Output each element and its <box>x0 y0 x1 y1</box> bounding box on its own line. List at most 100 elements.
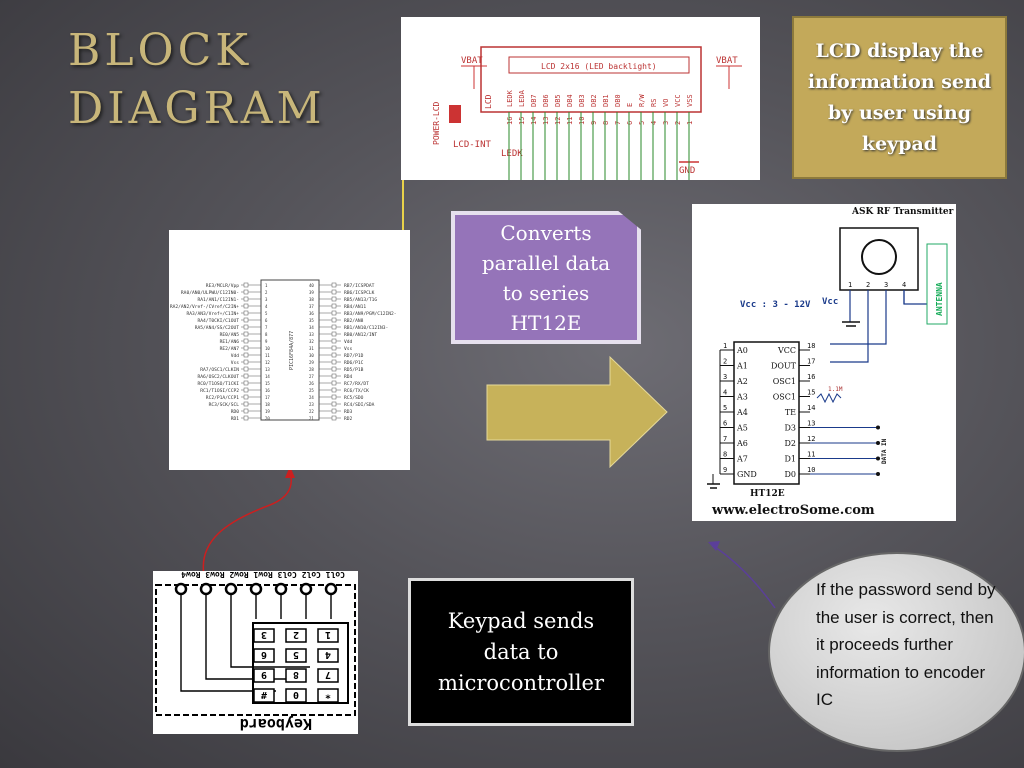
pic-left-pin-num: 18 <box>265 402 270 407</box>
transmitter-box <box>839 227 919 291</box>
pic-right-pin-pad <box>331 296 337 302</box>
keypad-label: Keyboard <box>240 715 312 733</box>
pic-left-pin-pad <box>243 310 249 316</box>
pic-left-pin-pad <box>243 338 249 344</box>
convert-line-3: to series <box>502 280 590 305</box>
keypad-key-label: 3 <box>261 629 267 640</box>
lcd-pin-name: DB2 <box>590 94 598 107</box>
pic-left-pin-pad <box>243 317 249 323</box>
lcd-pin-name: DB1 <box>602 94 610 107</box>
red-arrowhead <box>285 466 295 478</box>
keypad-key <box>285 688 307 703</box>
pic-right-pin-label: RB4/AN11 <box>344 304 366 310</box>
keypad-key <box>317 688 339 703</box>
pic-right-pin-label: RB5/AN13/T1G <box>344 297 377 303</box>
pic-right-pin-num: 38 <box>309 297 314 302</box>
lcd-pin-number: 15 <box>518 117 526 125</box>
lcd-pin-name: DB3 <box>578 94 586 107</box>
lcd-note-box: LCD display the information send by user… <box>792 16 1007 179</box>
pic-left-pin-pad <box>243 408 249 414</box>
pic-right-pin-pad <box>331 289 337 295</box>
enc-right-pin-num: 15 <box>807 389 815 397</box>
pic-right-pin-label: RB6/ICSPCLK <box>344 290 375 296</box>
power-lcd-label: POWER-LCD <box>432 101 441 145</box>
keypad-key <box>285 628 307 643</box>
pic-right-pin-pad <box>331 387 337 393</box>
flow-arrow <box>486 355 668 469</box>
lcd-pin-number: 12 <box>554 117 562 125</box>
pic-right-pin-label: RD7/P1D <box>344 353 364 359</box>
pic-left-pin-pad <box>243 282 249 288</box>
lcd-pin-number: 11 <box>566 117 574 125</box>
keypad-key-label: 2 <box>293 629 299 640</box>
pic-left-pin-pad <box>243 296 249 302</box>
lcd-pin-name: DB5 <box>554 94 562 107</box>
keypad-key-label: 8 <box>293 669 299 680</box>
pic-right-pin-label: RD5/P1B <box>344 367 364 373</box>
pic-left-pin-label: RC3/SCK/SCL <box>209 402 240 408</box>
antenna-box <box>926 243 948 325</box>
pic-right-pin-num: 22 <box>309 409 314 414</box>
enc-right-pin-num: 16 <box>807 373 815 381</box>
tx-vcc-wire <box>830 304 887 345</box>
pic-right-pin-num: 21 <box>309 416 314 421</box>
pic-right-pin-num: 30 <box>309 353 314 358</box>
title-line-1: BLOCK <box>68 25 253 76</box>
lcd-pin-name: E <box>626 103 634 107</box>
keypad-key-label: 7 <box>325 669 331 680</box>
ledk-label: LEDK <box>501 149 523 159</box>
pic-right-pin-num: 32 <box>309 339 314 344</box>
tx-pin-num: 3 <box>884 281 888 289</box>
enc-left-pin-num: 8 <box>723 451 727 459</box>
pic-left-pin-label: Vss <box>231 360 240 366</box>
pic-right-pin-label: RB0/AN12/INT <box>344 332 377 338</box>
lcd-pin-number: 8 <box>602 121 610 125</box>
keypad-key <box>317 668 339 683</box>
keypad-key <box>253 688 275 703</box>
pic-right-pin-pad <box>331 324 337 330</box>
pic-right-pin-label: RC6/TX/CK <box>344 388 369 394</box>
lcd-pin-number: 4 <box>650 121 658 125</box>
pic-left-pin-pad <box>243 387 249 393</box>
pic-right-pin-pad <box>331 310 337 316</box>
keypad-key-label: 4 <box>325 649 331 660</box>
pic-left-pin-num: 12 <box>265 360 270 365</box>
pic-left-pin-num: 2 <box>265 290 268 295</box>
pic-right-pin-label: RD4 <box>344 374 353 380</box>
pic-right-pin-num: 33 <box>309 332 314 337</box>
keypad-key <box>285 648 307 663</box>
enc-right-pin-num: 13 <box>807 420 815 428</box>
pic-left-pin-label: RD1 <box>231 416 240 422</box>
enc-right-pin-num: 11 <box>807 451 815 459</box>
lcd-pin-name: DB6 <box>542 94 550 107</box>
pic-right-pin-label: RC4/SDI/SDA <box>344 402 375 408</box>
lcd-pin-name: R/W <box>638 94 646 107</box>
pic-right-pin-num: 25 <box>309 388 314 393</box>
pic-left-pin-pad <box>243 331 249 337</box>
keypad-line-3: microcontroller <box>437 670 605 695</box>
keypad-terminal <box>249 582 263 596</box>
keypad-note-box: Keypad sends data to microcontroller <box>408 578 634 726</box>
pic-right-pin-num: 35 <box>309 318 314 323</box>
pic-left-pin-pad <box>243 366 249 372</box>
lcd-pin-name: LEDA <box>518 89 526 107</box>
convert-line-1: Converts <box>500 220 592 245</box>
pic-left-pin-label: RC2/P1A/CCP1 <box>206 395 239 401</box>
pic-right-pin-label: RC5/SDO <box>344 395 364 401</box>
lcd-note-text: LCD display the information send by user… <box>807 39 992 155</box>
pic-left-pin-num: 9 <box>265 339 268 344</box>
vbat-left-label: VBAT <box>461 56 483 66</box>
enc-left-pin-label: A1 <box>736 362 748 371</box>
lcd-pin-name: LEDK <box>506 89 514 107</box>
tx-pin-num: 1 <box>848 281 852 289</box>
lcd-pin-name: DB4 <box>566 94 574 107</box>
lcd-pin-number: 13 <box>542 117 550 125</box>
tx-pin-num: 2 <box>866 281 870 289</box>
pic-right-pin-pad <box>331 303 337 309</box>
enc-data-node <box>876 425 880 430</box>
pic-right-pin-num: 37 <box>309 304 314 309</box>
password-note-oval <box>768 552 1024 752</box>
pic-left-pin-label: RA7/OSC1/CLKIN <box>200 367 239 373</box>
